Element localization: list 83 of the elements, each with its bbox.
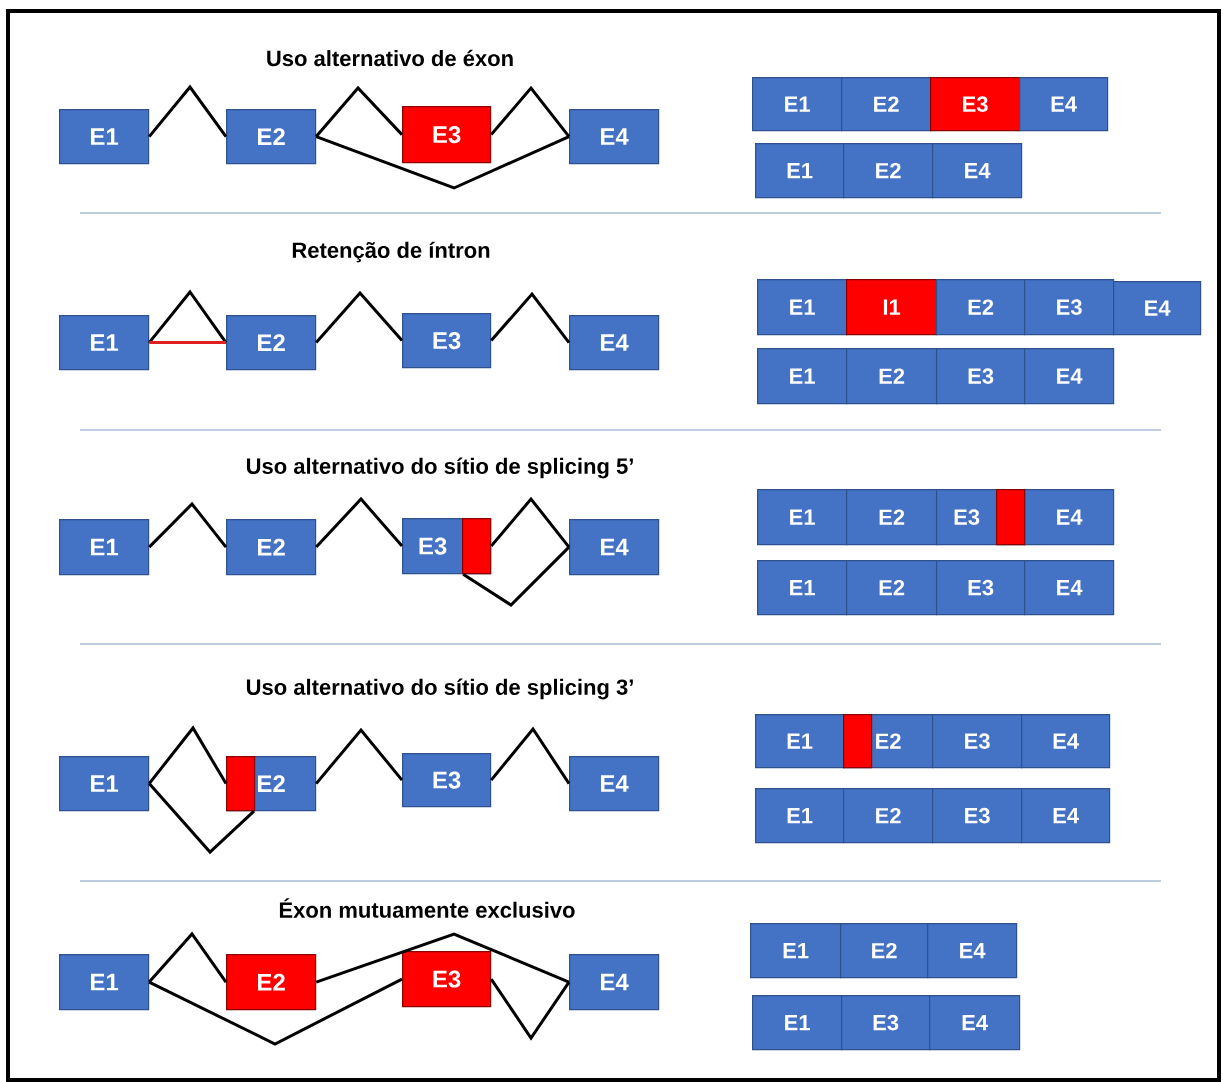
exon-box: E1 bbox=[59, 109, 150, 165]
exon-box: E3 bbox=[841, 995, 931, 1051]
exon-box: E1 bbox=[755, 714, 845, 769]
splice-line bbox=[315, 290, 404, 344]
exon-box: E4 bbox=[569, 109, 660, 165]
exon-box: E4 bbox=[569, 315, 660, 371]
exon-box: E2 bbox=[840, 923, 929, 979]
exon-box: E2 bbox=[841, 77, 932, 132]
exon-box: E4 bbox=[1113, 281, 1202, 336]
exon-box: E2 bbox=[226, 519, 317, 576]
highlight-box bbox=[996, 489, 1026, 546]
splice-line bbox=[148, 501, 228, 549]
exon-box: E2 bbox=[226, 315, 317, 371]
splice-line bbox=[315, 135, 570, 190]
exon-box: E1 bbox=[59, 954, 150, 1011]
splice-line bbox=[148, 289, 228, 344]
exon-box: E3 bbox=[402, 951, 492, 1008]
exon-box: E2 bbox=[846, 489, 938, 546]
splice-line bbox=[490, 726, 571, 785]
exon-box: E2 bbox=[846, 348, 938, 405]
splice-line bbox=[148, 84, 228, 138]
exon-box: E2 bbox=[936, 279, 1026, 336]
exon-box: E4 bbox=[1021, 788, 1111, 844]
exon-box: E1 bbox=[59, 756, 150, 812]
exon-box: E2 bbox=[843, 788, 934, 844]
splice-line bbox=[489, 978, 571, 1041]
exon-box: E4 bbox=[1024, 348, 1115, 405]
exon-box: E3 bbox=[930, 77, 1021, 132]
exon-box: E1 bbox=[59, 315, 150, 371]
section-title: Uso alternativo do sítio de splicing 5’ bbox=[246, 457, 633, 479]
exon-box: E1 bbox=[59, 519, 150, 576]
exon-box: E3 bbox=[932, 788, 1023, 844]
exon-box: E2 bbox=[226, 954, 317, 1011]
exon-box: E3 bbox=[932, 714, 1023, 769]
exon-box: E3 bbox=[936, 560, 1026, 616]
exon-box: E1 bbox=[755, 788, 845, 844]
exon-box: E1 bbox=[757, 489, 848, 546]
section-title: Uso alternativo do sítio de splicing 3’ bbox=[246, 678, 633, 700]
exon-box: E4 bbox=[1019, 77, 1109, 132]
splice-line bbox=[462, 546, 571, 607]
splice-line bbox=[149, 341, 226, 345]
exon-box: E2 bbox=[226, 109, 317, 165]
exon-box: E1 bbox=[755, 143, 845, 199]
exon-box: E4 bbox=[569, 954, 660, 1011]
exon-box: E4 bbox=[569, 756, 660, 812]
exon-box: E3 bbox=[402, 753, 492, 808]
section-title: Uso alternativo de éxon bbox=[267, 49, 513, 67]
highlight-box bbox=[462, 518, 492, 575]
exon-box: E1 bbox=[750, 923, 842, 979]
exon-box: E4 bbox=[932, 143, 1023, 199]
exon-box: E3 bbox=[402, 313, 492, 369]
exon-box: E1 bbox=[757, 348, 848, 405]
splice-line bbox=[315, 932, 570, 984]
exon-box: E4 bbox=[1024, 489, 1115, 546]
exon-box: I1 bbox=[846, 279, 938, 336]
splice-line bbox=[148, 977, 403, 1046]
section-title: Éxon mutuamente exclusivo bbox=[279, 898, 575, 918]
exon-box: E4 bbox=[569, 519, 660, 576]
highlight-box bbox=[226, 756, 256, 812]
splice-line bbox=[315, 727, 404, 785]
exon-box: E2 bbox=[843, 143, 934, 199]
exon-box: E3 bbox=[936, 348, 1026, 405]
splice-line bbox=[490, 496, 571, 549]
exon-box: E1 bbox=[757, 560, 848, 616]
exon-box: E4 bbox=[927, 923, 1018, 979]
splice-line bbox=[315, 496, 404, 549]
exon-box: E1 bbox=[757, 279, 848, 336]
splice-line bbox=[490, 85, 571, 138]
exon-box: E3 bbox=[1024, 279, 1115, 336]
splice-line bbox=[148, 725, 228, 785]
section-title: Retenção de íntron bbox=[292, 241, 490, 263]
splice-line bbox=[315, 85, 404, 138]
exon-box: E1 bbox=[752, 77, 843, 132]
exon-box: E4 bbox=[1021, 714, 1111, 769]
highlight-box bbox=[843, 714, 873, 769]
exon-box: E4 bbox=[1024, 560, 1115, 616]
exon-box: E2 bbox=[846, 560, 938, 616]
exon-box: E4 bbox=[929, 995, 1021, 1051]
splice-line bbox=[148, 931, 228, 984]
splice-line bbox=[490, 291, 571, 344]
splice-line bbox=[148, 782, 256, 855]
exon-box: E3 bbox=[402, 106, 492, 164]
exon-box: E1 bbox=[752, 995, 843, 1051]
